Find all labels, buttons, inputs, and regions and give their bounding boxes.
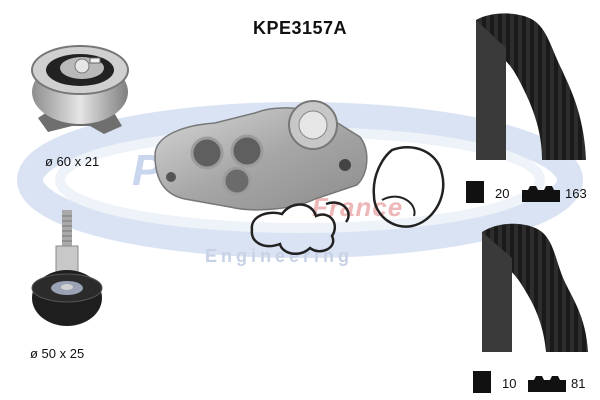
idler-dimension: ø 50 x 25 [30,346,85,361]
tensioner-pulley-image [31,45,129,134]
timing-belt-primary-image [476,13,586,161]
tensioner-dimension: ø 60 x 21 [45,154,100,169]
teeth-count-icon [522,186,560,202]
belt-width-icon [466,181,484,203]
belt-width-icon [473,371,491,393]
belt-secondary-width: 10 [502,376,517,391]
water-pump-image [154,100,368,211]
belt-secondary-teeth: 81 [571,376,586,391]
idler-pulley-image [31,210,103,326]
belt-primary-teeth: 163 [565,186,587,201]
kit-code: KPE3157A [252,18,348,38]
belt-primary-width: 20 [495,186,510,201]
timing-belt-secondary-image [482,223,588,352]
teeth-count-icon [528,376,566,392]
gaskets-image [250,146,445,256]
